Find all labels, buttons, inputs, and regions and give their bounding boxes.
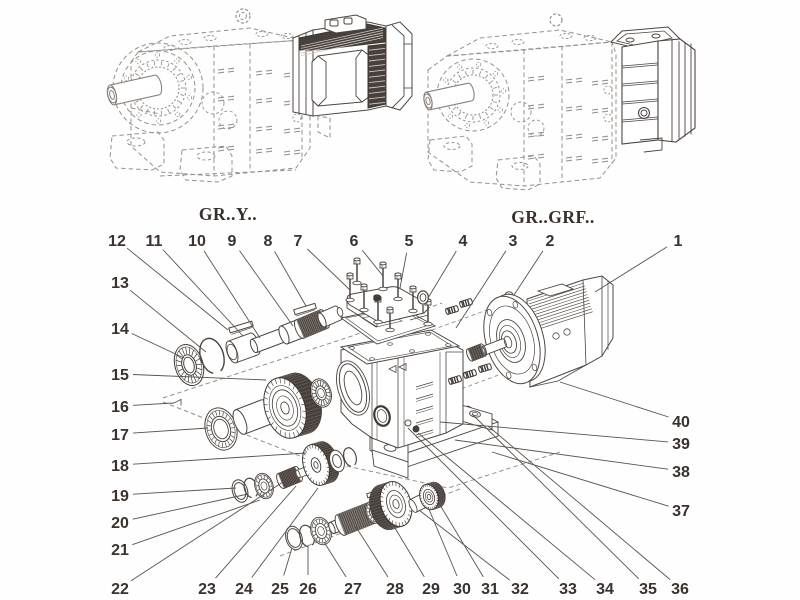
svg-text:32: 32 bbox=[511, 581, 529, 598]
svg-text:20: 20 bbox=[111, 515, 129, 532]
svg-text:33: 33 bbox=[559, 581, 577, 598]
svg-text:4: 4 bbox=[459, 233, 468, 250]
svg-text:40: 40 bbox=[672, 414, 690, 431]
svg-text:34: 34 bbox=[596, 581, 614, 598]
svg-text:1: 1 bbox=[674, 233, 683, 250]
svg-text:35: 35 bbox=[639, 581, 657, 598]
svg-text:36: 36 bbox=[671, 581, 689, 598]
svg-text:28: 28 bbox=[386, 581, 404, 598]
svg-text:13: 13 bbox=[111, 275, 129, 292]
svg-text:3: 3 bbox=[509, 233, 518, 250]
svg-text:24: 24 bbox=[235, 581, 253, 598]
svg-text:8: 8 bbox=[264, 233, 273, 250]
svg-text:37: 37 bbox=[672, 503, 690, 520]
svg-text:9: 9 bbox=[228, 233, 237, 250]
svg-text:6: 6 bbox=[350, 233, 359, 250]
svg-text:29: 29 bbox=[422, 581, 440, 598]
svg-text:14: 14 bbox=[111, 321, 129, 338]
svg-text:30: 30 bbox=[453, 581, 471, 598]
svg-text:15: 15 bbox=[111, 367, 129, 384]
svg-text:23: 23 bbox=[198, 581, 216, 598]
svg-text:21: 21 bbox=[111, 542, 129, 559]
svg-text:17: 17 bbox=[111, 427, 129, 444]
svg-text:19: 19 bbox=[111, 488, 129, 505]
svg-text:39: 39 bbox=[672, 436, 690, 453]
svg-text:5: 5 bbox=[405, 233, 414, 250]
svg-text:38: 38 bbox=[672, 464, 690, 481]
svg-text:10: 10 bbox=[188, 233, 206, 250]
svg-text:GR..Y..: GR..Y.. bbox=[199, 204, 257, 224]
svg-text:16: 16 bbox=[111, 399, 129, 416]
svg-text:31: 31 bbox=[481, 581, 499, 598]
svg-text:12: 12 bbox=[108, 233, 126, 250]
svg-text:18: 18 bbox=[111, 458, 129, 475]
svg-text:7: 7 bbox=[294, 233, 303, 250]
svg-text:2: 2 bbox=[546, 233, 555, 250]
svg-text:27: 27 bbox=[344, 581, 362, 598]
svg-text:GR..GRF..: GR..GRF.. bbox=[511, 207, 595, 227]
svg-text:11: 11 bbox=[146, 233, 163, 250]
svg-text:22: 22 bbox=[111, 581, 129, 598]
svg-text:25: 25 bbox=[271, 581, 289, 598]
svg-text:26: 26 bbox=[299, 581, 317, 598]
